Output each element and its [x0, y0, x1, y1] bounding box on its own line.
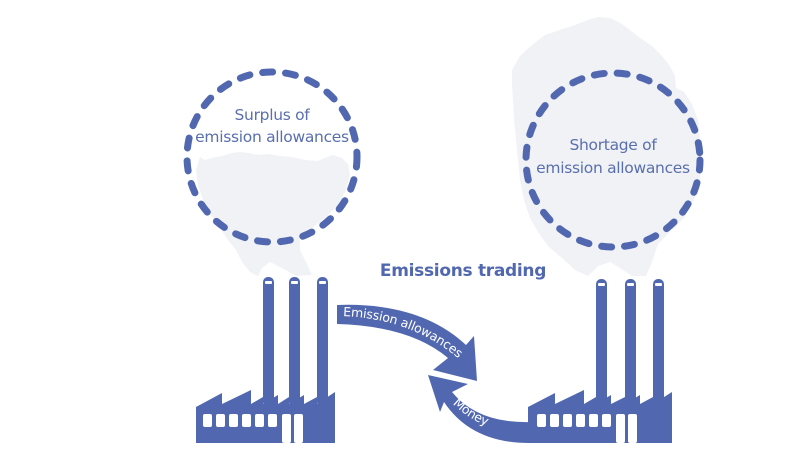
right-circle-label-line2: emission allowances — [536, 159, 690, 177]
left-factory-door — [282, 414, 291, 443]
emission-allowances-arrow-shape — [337, 304, 477, 381]
right-allowance-circle — [522, 69, 704, 251]
left-factory-windows — [203, 414, 303, 443]
left-emission-cloud — [196, 152, 350, 276]
right-factory-icon — [528, 279, 672, 443]
left-chimney-2 — [289, 277, 300, 407]
right-circle-label-line1: Shortage of — [569, 136, 657, 154]
left-circle-label-line1: Surplus of — [235, 106, 311, 124]
left-circle-label-line2: emission allowances — [195, 128, 349, 146]
right-chimney-2 — [625, 279, 636, 409]
right-chimney-1 — [596, 279, 607, 409]
left-factory-icon — [196, 277, 335, 443]
right-emission-cloud — [512, 17, 702, 276]
money-arrow-shape — [428, 375, 532, 444]
right-factory-door — [616, 414, 625, 443]
left-allowance-circle — [183, 68, 361, 246]
left-chimney-3 — [317, 277, 328, 407]
left-chimney-1 — [263, 277, 274, 407]
right-factory-windows — [537, 414, 637, 443]
right-chimney-3 — [653, 279, 664, 409]
emission-allowances-arrow: Emission allowances — [337, 304, 477, 381]
money-arrow: Money — [428, 375, 532, 444]
left-cloud-shape — [196, 152, 350, 276]
diagram-title: Emissions trading — [380, 261, 546, 281]
right-cloud-shape — [512, 17, 702, 276]
